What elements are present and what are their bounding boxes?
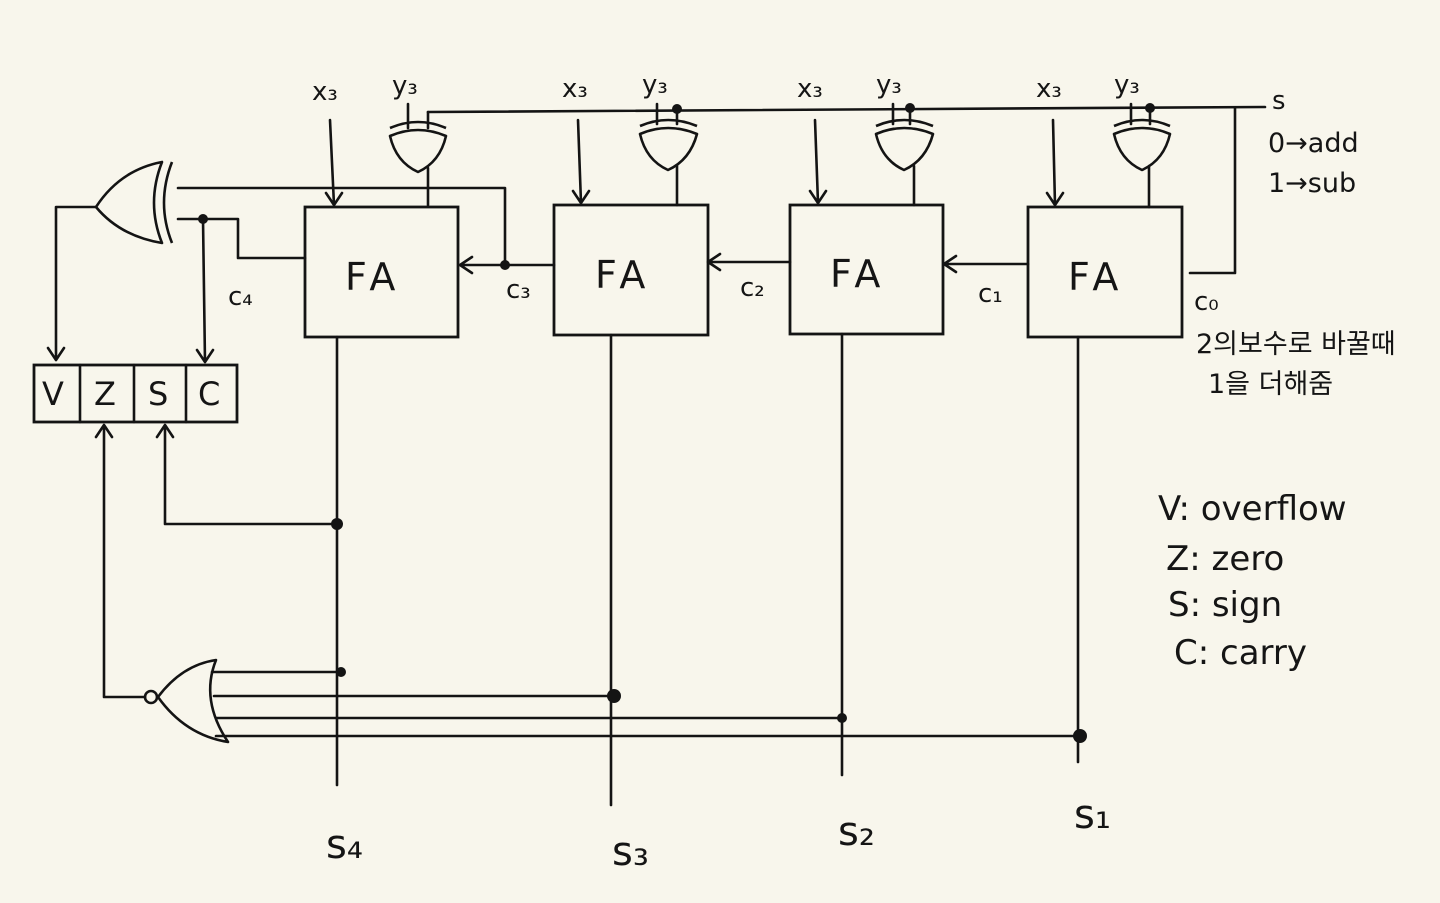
zero-nor-gate xyxy=(94,423,1087,744)
note-line-1: 2의보수로 바꿀때 xyxy=(1196,329,1396,360)
fa-label-2: FA xyxy=(830,252,886,296)
flag-c: C xyxy=(198,375,220,413)
carry-c1-label: c₁ xyxy=(978,279,1003,309)
output-s4: s₄ xyxy=(326,822,363,868)
sum-output-wires xyxy=(335,332,1080,807)
output-s2: s₂ xyxy=(838,809,875,855)
flag-s: S xyxy=(148,375,168,413)
full-adder-2 xyxy=(788,203,945,336)
fa-label-1: FA xyxy=(1068,255,1124,299)
legend-z: Z: zero xyxy=(1166,539,1284,579)
control-line-s xyxy=(426,103,1267,275)
input-y-4: y₃ xyxy=(392,71,418,101)
input-x-2: x₃ xyxy=(797,74,823,104)
input-x-4: x₃ xyxy=(312,77,338,107)
input-x-1: x₃ xyxy=(1036,74,1062,104)
input-y-1: y₃ xyxy=(1114,70,1140,100)
sign-flag-wire xyxy=(155,423,339,526)
x-input-wires xyxy=(324,118,1065,207)
output-s3: s₃ xyxy=(612,829,649,875)
carry-flag-wire xyxy=(195,217,215,364)
control-s-label: s xyxy=(1272,86,1286,116)
input-y-2: y₃ xyxy=(876,70,902,100)
flag-register xyxy=(32,363,239,424)
legend-c: C: carry xyxy=(1174,633,1307,673)
flag-z: Z xyxy=(94,375,116,413)
carry-c2-label: c₂ xyxy=(740,273,765,303)
xor-gate-y2 xyxy=(874,102,935,207)
xor-gate-y4 xyxy=(388,102,448,207)
flag-v: V xyxy=(42,375,64,413)
xor-gate-y3 xyxy=(638,102,699,207)
fa-label-3: FA xyxy=(595,253,651,297)
carry-c0-label: c₀ xyxy=(1194,287,1219,317)
legend-s: S: sign xyxy=(1168,585,1282,625)
input-x-3: x₃ xyxy=(562,74,588,104)
note-line-2: 1을 더해줌 xyxy=(1208,369,1333,400)
overflow-xor-gate xyxy=(46,160,174,362)
control-sub-label: 1→sub xyxy=(1268,168,1356,199)
xor-gate-y1 xyxy=(1112,102,1172,209)
legend-v: V: overflow xyxy=(1158,489,1347,529)
input-y-3: y₃ xyxy=(642,70,668,100)
full-adder-4 xyxy=(303,205,460,339)
output-s1: s₁ xyxy=(1074,792,1111,838)
carry-c4-label: c₄ xyxy=(228,282,253,312)
full-adder-1 xyxy=(1026,205,1184,339)
carry-wires xyxy=(176,186,1030,275)
carry-c3-label: c₃ xyxy=(506,275,531,305)
control-add-label: 0→add xyxy=(1268,128,1359,159)
full-adder-3 xyxy=(552,203,710,337)
fa-label-4: FA xyxy=(345,255,401,299)
